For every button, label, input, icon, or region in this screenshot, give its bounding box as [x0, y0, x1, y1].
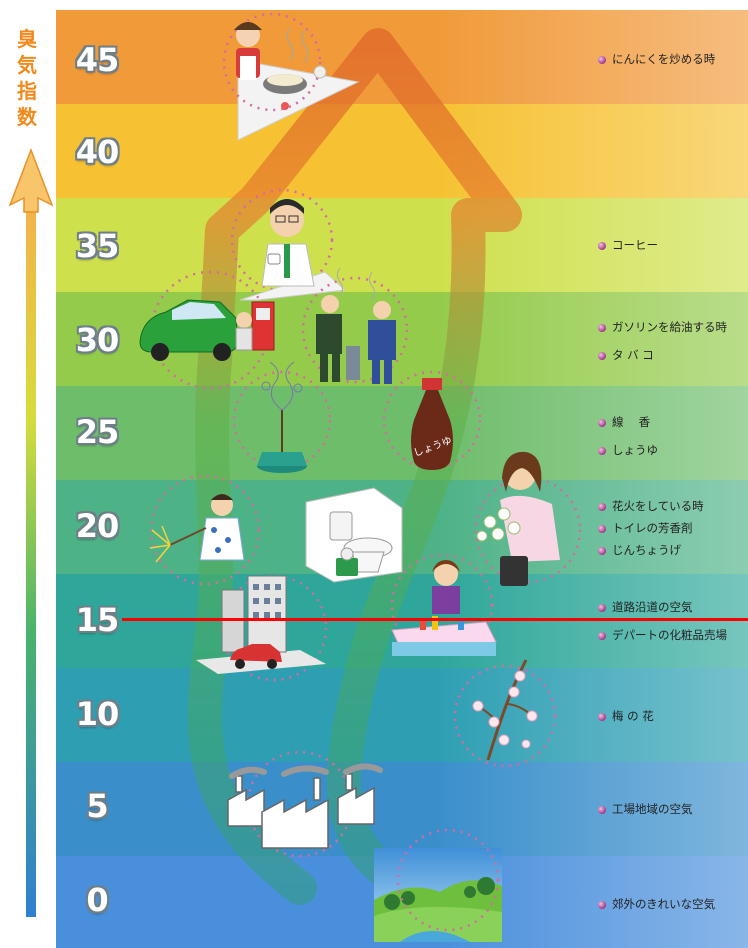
axis-title: 臭 気 指 数: [14, 26, 40, 130]
bullet-icon: [598, 447, 606, 455]
band-25: [56, 386, 748, 480]
label-text: じんちょうげ: [612, 543, 681, 557]
label-text: コーヒー: [612, 238, 658, 252]
bullet-icon: [598, 806, 606, 814]
bullet-icon: [598, 419, 606, 427]
label-text: 梅 の 花: [612, 709, 654, 723]
bullet-icon: [598, 525, 606, 533]
axis-shaft: [26, 205, 36, 917]
tick-40: 40: [75, 133, 120, 171]
soy-sauce-bottle-icon: しょうゆ: [382, 370, 482, 470]
label-text: にんにくを炒める時: [612, 52, 716, 66]
label-text: 工場地域の空気: [612, 802, 693, 816]
label-text: トイレの芳香剤: [612, 521, 693, 535]
label-item: 線 香: [598, 413, 650, 431]
tick-5: 5: [86, 787, 108, 825]
label-text: 花火をしている時: [612, 499, 704, 513]
band-10: [56, 668, 748, 762]
label-item: タ バ コ: [598, 346, 654, 364]
axis-arrow: [8, 147, 54, 917]
label-item: 道路沿道の空気: [598, 598, 693, 616]
band-35: [56, 198, 748, 292]
label-text: 道路沿道の空気: [612, 600, 693, 614]
level-15-marker-line: [122, 618, 748, 621]
bullet-icon: [598, 324, 606, 332]
label-item: じんちょうげ: [598, 541, 681, 559]
axis-title-char: 臭: [17, 27, 37, 51]
bullet-icon: [598, 503, 606, 511]
label-item: 工場地域の空気: [598, 800, 693, 818]
city-road-icon: [196, 574, 328, 682]
bullet-icon: [598, 713, 606, 721]
daphne-flower-woman-icon: [474, 451, 582, 586]
tick-25: 25: [75, 413, 120, 451]
label-text: 線 香: [612, 415, 651, 429]
label-item: しょうゆ: [598, 441, 658, 459]
bullet-icon: [598, 352, 606, 360]
label-item: コーヒー: [598, 236, 658, 254]
axis-title-char: 指: [17, 79, 37, 103]
axis-title-char: 数: [17, 105, 37, 129]
bullet-icon: [598, 547, 606, 555]
bullet-icon: [598, 242, 606, 250]
label-text: タ バ コ: [612, 348, 654, 362]
tick-10: 10: [75, 695, 120, 733]
tick-15: 15: [75, 601, 120, 639]
band-5: [56, 762, 748, 856]
band-40: [56, 104, 748, 198]
coffee-man-icon: [230, 188, 347, 301]
bullet-icon: [598, 901, 606, 909]
plum-blossom-icon: [453, 659, 557, 768]
cosmetics-counter-icon: [390, 553, 497, 657]
bullet-icon: [598, 56, 606, 64]
label-text: デパートの化粧品売場: [612, 628, 727, 642]
axis-arrowhead: [8, 147, 54, 213]
smokers-icon: [301, 267, 409, 384]
incense-icon: [232, 361, 332, 473]
garlic-cooking-icon: [222, 12, 360, 141]
countryside-icon: [374, 828, 502, 942]
label-item: 郊外のきれいな空気: [598, 895, 715, 913]
label-item: デパートの化粧品売場: [598, 626, 727, 644]
tick-20: 20: [75, 507, 120, 545]
label-text: 郊外のきれいな空気: [612, 897, 716, 911]
car-gasoline-icon: [139, 270, 275, 390]
label-item: 花火をしている時: [598, 497, 704, 515]
label-item: 梅 の 花: [598, 707, 654, 725]
tick-0: 0: [86, 881, 108, 919]
label-item: ガソリンを給油する時: [598, 318, 727, 336]
axis-title-char: 気: [17, 53, 37, 77]
tick-35: 35: [75, 227, 120, 265]
bullet-icon: [598, 604, 606, 612]
label-text: しょうゆ: [612, 443, 658, 457]
tick-30: 30: [75, 321, 120, 359]
label-item: トイレの芳香剤: [598, 519, 693, 537]
tick-45: 45: [75, 41, 120, 79]
label-text: ガソリンを給油する時: [612, 320, 727, 334]
toilet-icon: [305, 487, 403, 583]
label-item: にんにくを炒める時: [598, 50, 715, 68]
rising-arrow: [187, 28, 522, 905]
fireworks-child-icon: [149, 474, 261, 586]
bullet-icon: [598, 632, 606, 640]
factory-icon: [227, 750, 383, 858]
